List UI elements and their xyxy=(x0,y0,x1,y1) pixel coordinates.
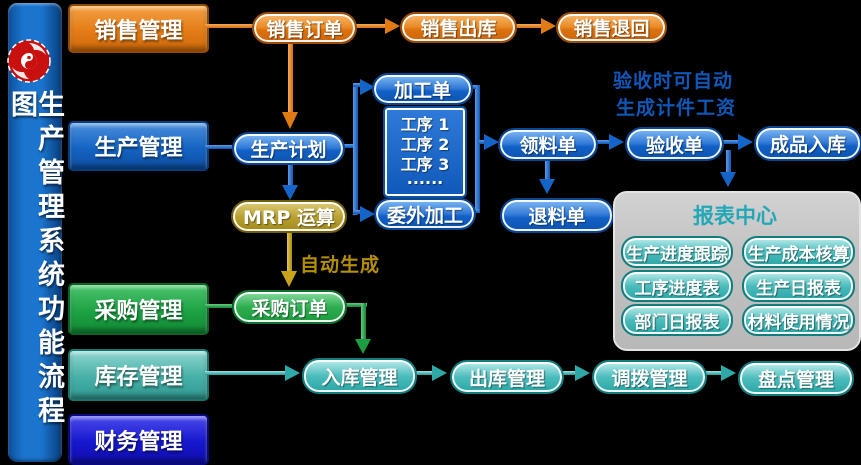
connector-line xyxy=(513,24,541,28)
report-center-title: 报表中心 xyxy=(693,204,777,228)
connector-line xyxy=(719,140,738,144)
arrow-down-icon xyxy=(720,172,736,187)
connector-line xyxy=(205,304,232,308)
process-step: 工序 2 xyxy=(400,135,450,154)
connector-line xyxy=(287,229,292,271)
arrow-right-icon xyxy=(541,18,556,34)
arrow-right-icon xyxy=(360,79,375,95)
arrow-right-icon xyxy=(609,134,624,150)
report-material-usage: 材料使用情况 xyxy=(742,304,855,336)
node-acceptance: 验收单 xyxy=(625,127,724,161)
node-mrp-run: MRP 运算 xyxy=(231,200,347,233)
process-step-ellipsis: ...... xyxy=(406,169,444,188)
connector-line xyxy=(353,210,361,214)
connector-line xyxy=(205,371,285,375)
diagram-title-text: 生产管理系统功能流程图 xyxy=(6,90,64,430)
arrow-down-icon xyxy=(539,179,555,194)
process-steps-box: 工序 1 工序 2 工序 3 ...... xyxy=(383,106,467,198)
arrow-right-icon xyxy=(285,365,300,381)
connector-line xyxy=(205,24,254,28)
node-sales-order: 销售订单 xyxy=(252,12,357,44)
node-production-plan: 生产计划 xyxy=(232,132,345,165)
arrow-right-icon xyxy=(575,365,590,381)
report-process-progress: 工序进度表 xyxy=(621,270,733,302)
report-production-progress: 生产进度跟踪 xyxy=(621,236,733,268)
node-work-order: 加工单 xyxy=(372,73,473,105)
arrow-down-icon xyxy=(282,185,298,200)
node-purchase-order: 采购订单 xyxy=(232,290,347,324)
connector-line xyxy=(594,140,609,144)
connector-line xyxy=(341,144,357,148)
diagram-title: 生产管理系统功能流程图 xyxy=(6,90,64,462)
node-warehouse-in: 入库管理 xyxy=(302,358,417,394)
connector-line xyxy=(288,161,293,185)
category-finance: 财务管理 xyxy=(68,414,209,465)
node-finished-goods-in: 成品入库 xyxy=(754,126,861,161)
auto-generate-label: 自动生成 xyxy=(300,254,381,276)
arrow-down-icon xyxy=(355,339,371,354)
node-stocktaking: 盘点管理 xyxy=(738,361,854,396)
node-sales-return: 销售退回 xyxy=(556,12,667,43)
connector-line xyxy=(353,83,358,215)
node-sales-delivery: 销售出库 xyxy=(400,12,517,43)
connector-line xyxy=(475,85,480,213)
report-department-daily: 部门日报表 xyxy=(621,304,733,336)
arrow-right-icon xyxy=(432,365,447,381)
phoenix-swirl-logo-icon xyxy=(7,37,51,85)
connector-line xyxy=(288,40,293,112)
arrow-right-icon xyxy=(385,18,400,34)
connector-line xyxy=(353,83,361,87)
category-purchasing: 采购管理 xyxy=(68,283,209,335)
node-transfer: 调拨管理 xyxy=(592,360,707,394)
arrow-right-icon xyxy=(484,134,499,150)
connector-line xyxy=(361,303,366,339)
node-material-request: 领料单 xyxy=(498,128,598,161)
arrow-down-icon xyxy=(282,112,298,129)
process-step: 工序 3 xyxy=(400,155,450,174)
node-material-return: 退料单 xyxy=(500,198,614,233)
arrow-right-icon xyxy=(738,134,753,150)
connector-line xyxy=(560,371,575,375)
connector-line xyxy=(353,24,385,28)
report-production-daily: 生产日报表 xyxy=(742,270,855,302)
node-warehouse-out: 出库管理 xyxy=(450,360,564,394)
report-production-cost: 生产成本核算 xyxy=(742,236,855,268)
arrow-down-icon xyxy=(281,271,297,287)
acceptance-note-line1: 验收时可自动 xyxy=(613,70,734,92)
connector-line xyxy=(205,145,232,149)
category-inventory: 库存管理 xyxy=(68,349,209,401)
connector-line xyxy=(343,303,367,307)
connector-line xyxy=(479,140,485,144)
arrow-right-icon xyxy=(360,206,375,222)
connector-line xyxy=(726,150,731,172)
connector-line xyxy=(545,157,550,179)
node-outsourcing: 委外加工 xyxy=(374,198,476,230)
arrow-right-icon xyxy=(721,365,736,381)
category-sales: 销售管理 xyxy=(68,4,209,53)
process-step: 工序 1 xyxy=(400,115,450,134)
acceptance-note-line2: 生成计件工资 xyxy=(616,97,737,119)
category-production: 生产管理 xyxy=(68,121,209,171)
connector-line xyxy=(703,371,721,375)
connector-line xyxy=(413,371,432,375)
